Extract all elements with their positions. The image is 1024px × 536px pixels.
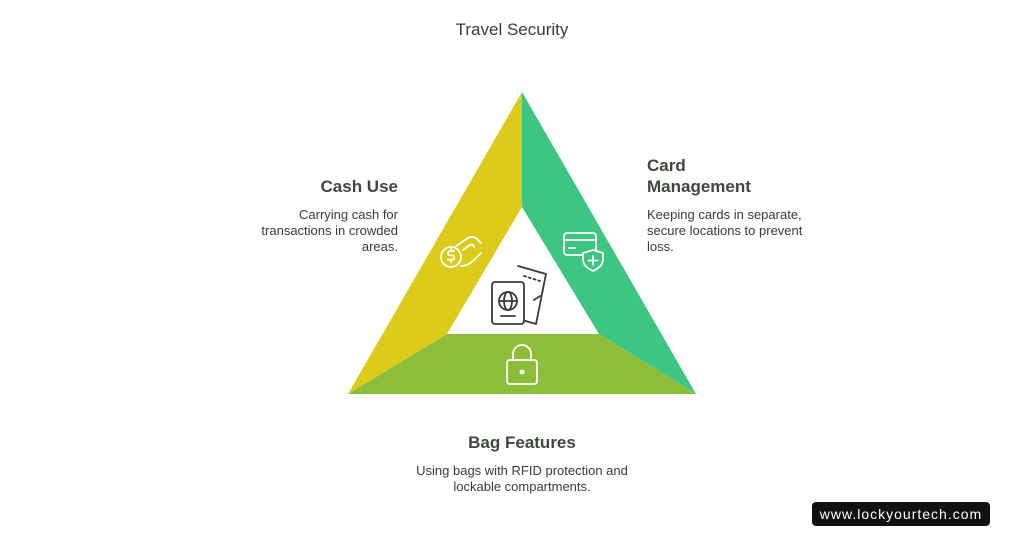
card-shield-icon bbox=[563, 232, 604, 272]
card-management-heading: Card Management bbox=[647, 155, 807, 197]
diagram-title: Travel Security bbox=[455, 20, 569, 39]
card-management-heading-line2: Management bbox=[647, 177, 751, 196]
card-management-segment bbox=[522, 92, 696, 394]
padlock-icon bbox=[506, 344, 538, 385]
website-watermark: www.lockyourtech.com bbox=[812, 502, 990, 526]
card-management-description: Keeping cards in separate, secure locati… bbox=[647, 207, 803, 254]
bag-features-segment bbox=[348, 334, 696, 394]
cash-use-description: Carrying cash for transactions in crowde… bbox=[261, 207, 398, 254]
passport-ticket-icon bbox=[491, 265, 547, 325]
bag-features-label: Bag Features Using bags with RFID protec… bbox=[412, 432, 632, 495]
card-management-label: Card Management Keeping cards in separat… bbox=[647, 155, 807, 255]
bag-features-description: Using bags with RFID protection and lock… bbox=[416, 463, 628, 494]
cash-use-heading: Cash Use bbox=[320, 177, 398, 196]
cash-hand-icon bbox=[440, 236, 482, 268]
cash-use-segment bbox=[348, 92, 522, 394]
cash-use-label: Cash Use Carrying cash for transactions … bbox=[236, 176, 398, 255]
bag-features-heading: Bag Features bbox=[468, 433, 576, 452]
card-management-heading-line1: Card bbox=[647, 156, 686, 175]
